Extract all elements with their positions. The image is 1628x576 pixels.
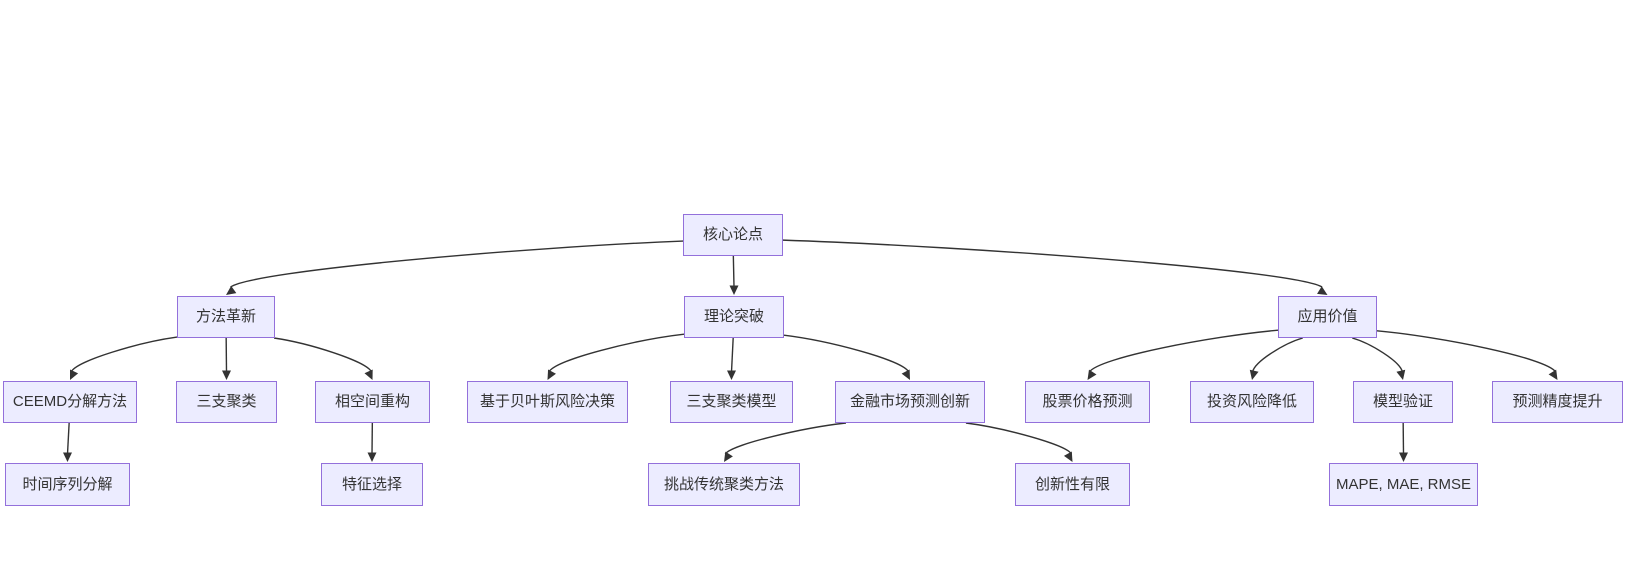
flow-node-label: 基于贝叶斯风险决策 (479, 393, 615, 410)
flow-node-financial-market-forecast-innovation: 金融市场预测创新 (835, 381, 985, 423)
flow-node-label: 股票价格预测 (1042, 393, 1133, 410)
flow-node-forecast-accuracy-improvement: 预测精度提升 (1492, 381, 1623, 423)
flow-node-theory-breakthrough: 理论突破 (684, 296, 784, 338)
flow-node-investment-risk-reduction: 投资风险降低 (1190, 381, 1314, 423)
flow-node-application-value: 应用价值 (1278, 296, 1377, 338)
flow-node-label: 投资风险降低 (1206, 393, 1297, 410)
flow-node-label: 时间序列分解 (22, 475, 113, 493)
flow-node-label: 核心论点 (702, 226, 763, 243)
flow-node-label: 理论突破 (703, 308, 764, 325)
flow-node-label: 模型验证 (1372, 393, 1433, 410)
flow-node-stock-price-prediction: 股票价格预测 (1025, 381, 1150, 423)
flow-node-three-way-clustering-model: 三支聚类模型 (670, 381, 793, 423)
flow-node-feature-selection: 特征选择 (321, 463, 423, 506)
flow-node-label: CEEMD分解方法 (12, 393, 128, 410)
flow-node-label: 特征选择 (341, 475, 402, 493)
flow-node-method-innovation: 方法革新 (177, 296, 275, 338)
flow-node-time-series-decomposition: 时间序列分解 (5, 463, 130, 506)
flow-node-model-validation: 模型验证 (1353, 381, 1453, 423)
flow-node-label: 应用价值 (1297, 308, 1358, 325)
flow-node-label: 预测精度提升 (1512, 393, 1603, 410)
flow-node-ceemd-decomposition: CEEMD分解方法 (3, 381, 137, 423)
flow-node-phase-space-reconstruction: 相空间重构 (315, 381, 430, 423)
flow-node-label: 方法革新 (195, 308, 256, 325)
flow-node-bayesian-risk-decision: 基于贝叶斯风险决策 (467, 381, 628, 423)
flow-node-label: 挑战传统聚类方法 (663, 475, 784, 493)
flow-node-label: 金融市场预测创新 (849, 393, 970, 410)
flow-node-label: 创新性有限 (1034, 475, 1110, 493)
flow-node-mape-mae-rmse: MAPE, MAE, RMSE (1329, 463, 1478, 506)
flow-node-challenge-traditional-clustering: 挑战传统聚类方法 (648, 463, 800, 506)
flow-node-label: 三支聚类 (196, 393, 257, 410)
flow-node-limited-innovation: 创新性有限 (1015, 463, 1130, 506)
flow-node-label: MAPE, MAE, RMSE (1335, 475, 1472, 493)
flow-node-label: 相空间重构 (334, 393, 410, 410)
flow-node-label: 三支聚类模型 (686, 393, 777, 410)
flow-node-three-way-clustering: 三支聚类 (176, 381, 277, 423)
flow-node-core-thesis: 核心论点 (683, 214, 783, 256)
